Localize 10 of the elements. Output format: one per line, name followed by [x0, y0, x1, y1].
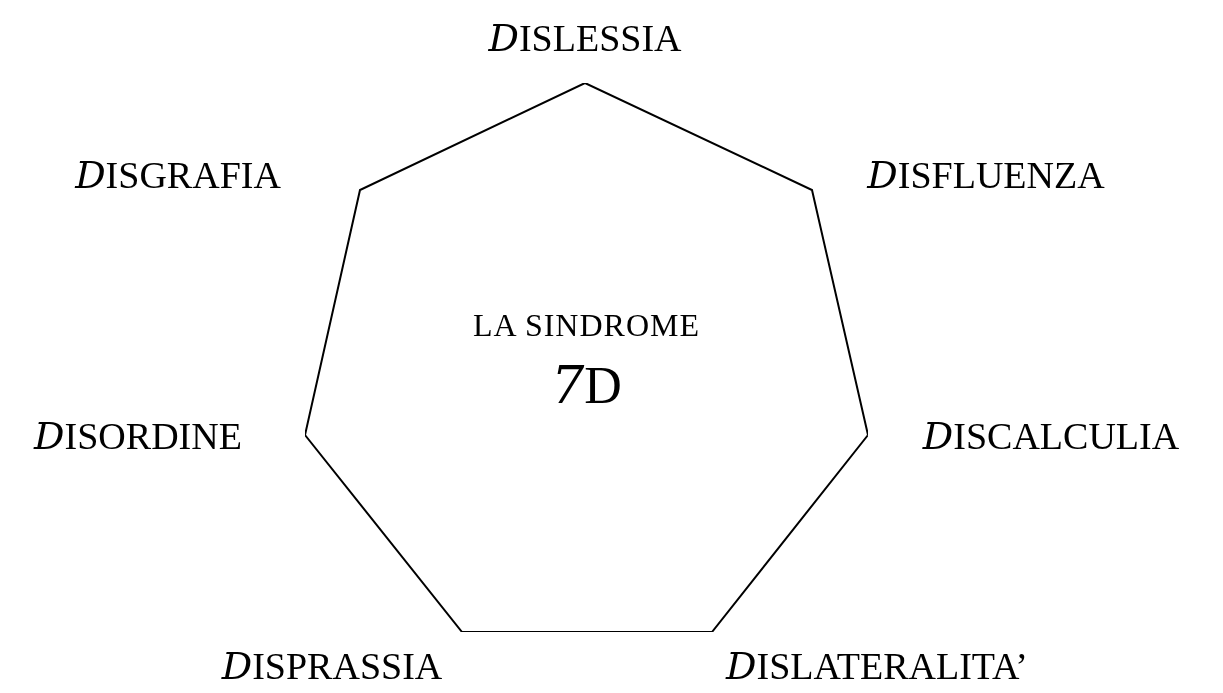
- vertex-label: DISORDINE: [34, 417, 242, 455]
- vertex-label: DISCALCULIA: [922, 417, 1180, 455]
- heptagon-shape: [305, 83, 868, 632]
- vertex-label: DISGRAFIA: [75, 156, 281, 194]
- heading-text: LA SINDROME: [473, 309, 700, 341]
- vertex-label: DISFLUENZA: [867, 156, 1105, 194]
- title-text: 7D: [551, 358, 622, 412]
- vertex-label: DISLESSIA: [488, 19, 682, 57]
- vertex-label: DISPRASSIA: [221, 647, 443, 685]
- vertex-label: DISLATERALITA’: [726, 647, 1028, 685]
